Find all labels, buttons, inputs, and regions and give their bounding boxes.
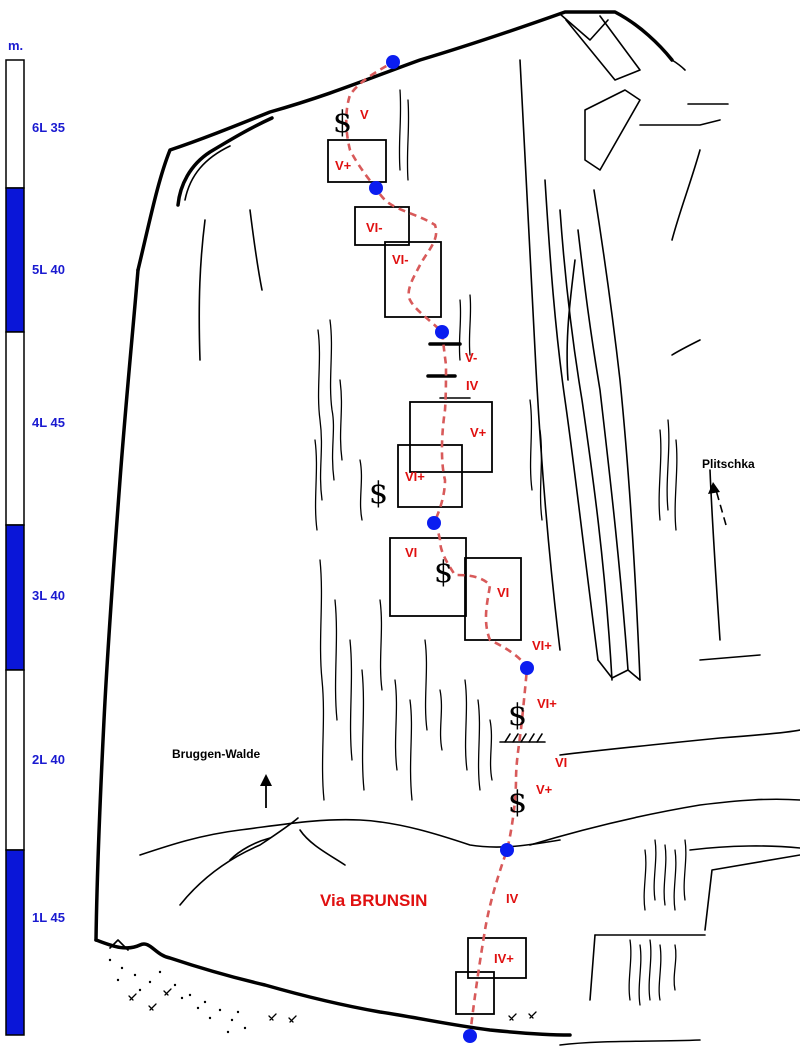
belay-icon <box>386 55 400 69</box>
belay-icon <box>500 843 514 857</box>
belay-icon <box>520 661 534 675</box>
scale-segment-5 <box>5 187 25 333</box>
piton-icon: $ <box>434 555 453 590</box>
belay-icon <box>463 1029 477 1043</box>
grade-label: VI <box>497 585 509 600</box>
scale-bar: m. 6L 35 5L 40 4L 45 3L 40 2L 40 1L 45 <box>5 38 65 1036</box>
piton-icon: $ <box>508 785 527 820</box>
arrow-head-icon <box>260 774 272 786</box>
piton-icon: $ <box>369 476 388 511</box>
grade-label: VI- <box>366 220 383 235</box>
arrow-up-icon <box>715 489 727 526</box>
grade-label: V <box>360 107 369 122</box>
scale-label-3: 3L 40 <box>32 588 65 603</box>
grade-label: VI+ <box>532 638 552 653</box>
grade-label: IV <box>506 891 519 906</box>
piton-icon: $ <box>333 105 352 140</box>
grade-label: VI+ <box>537 696 557 711</box>
belay-icon <box>369 181 383 195</box>
scale-label-4: 4L 45 <box>32 415 65 430</box>
pitons: $ $ $ $ $ <box>333 105 527 820</box>
scale-segment-1 <box>5 849 25 1036</box>
grade-label: V- <box>465 350 477 365</box>
route-line <box>344 60 529 1037</box>
grade-label: V+ <box>470 425 487 440</box>
arrow-head-icon <box>708 482 720 494</box>
route-name: Via BRUNSIN <box>320 891 427 910</box>
feature-boxes <box>327 139 546 1015</box>
scale-segment-3 <box>5 524 25 671</box>
scale-unit: m. <box>8 38 23 53</box>
scale-label-6: 6L 35 <box>32 120 65 135</box>
rock-face <box>94 10 800 1046</box>
scree <box>108 958 537 1034</box>
scale-label-1: 1L 45 <box>32 910 65 925</box>
scale-label-5: 5L 40 <box>32 262 65 277</box>
descent-left: Bruggen-Walde <box>172 747 272 808</box>
scale-label-2: 2L 40 <box>32 752 65 767</box>
scale-segment-2 <box>5 669 25 851</box>
descent-label-right: Plitschka <box>702 457 755 471</box>
belay-stations <box>369 55 534 1043</box>
grade-label: V+ <box>536 782 553 797</box>
grade-label: VI <box>405 545 417 560</box>
grade-label: V+ <box>335 158 352 173</box>
scale-segment-4 <box>5 331 25 526</box>
descent-right: Plitschka <box>702 457 755 526</box>
grade-label: VI <box>555 755 567 770</box>
scale-segment-6 <box>5 59 25 189</box>
piton-icon: $ <box>508 698 527 733</box>
belay-icon <box>427 516 441 530</box>
belay-icon <box>435 325 449 339</box>
descent-label-left: Bruggen-Walde <box>172 747 261 761</box>
grade-label: VI- <box>392 252 409 267</box>
cracks <box>314 89 687 1006</box>
grade-label: VI+ <box>405 469 425 484</box>
grades: V V+ VI- VI- V- IV V+ VI+ VI VI VI+ VI+ … <box>335 107 567 966</box>
grade-label: IV+ <box>494 951 514 966</box>
grade-label: IV <box>466 378 479 393</box>
